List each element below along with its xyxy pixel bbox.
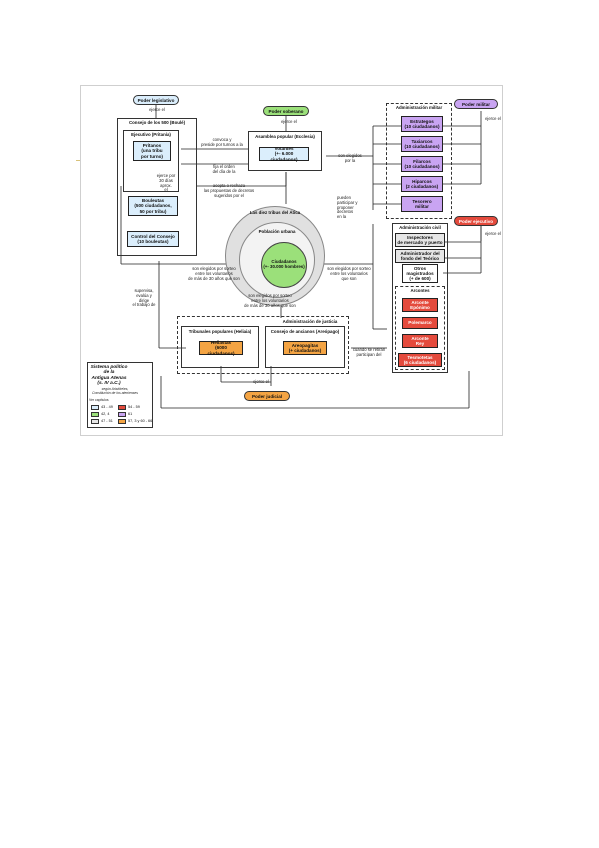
legend-label-4: 61: [128, 412, 133, 416]
eponimo-box: Arconte Epónimo: [402, 298, 438, 312]
legend-label-3: 42, 4: [101, 412, 110, 416]
asamblea-frame: [248, 131, 322, 171]
legend-label-1: 43 - 49: [101, 405, 113, 409]
areopago-title: Consejo de ancianos (Areópago): [270, 329, 340, 334]
sorteo-izq-label: son elegidos por sorteo entre los volunt…: [188, 266, 240, 281]
boule-frame: [117, 118, 197, 256]
poder-militar-label: Poder militar: [461, 101, 491, 107]
justicia-frame: [177, 316, 349, 374]
polemarco-box: Polemarco: [402, 317, 438, 329]
inspectores-box: Inspectores de mercado y puerto: [395, 233, 445, 247]
legend-swatch-5: [91, 419, 99, 424]
tribunales-frame: [181, 326, 259, 368]
legend-swatch-3: [91, 412, 99, 417]
heliastas-box: Heliastas (6000 ciudadanos): [199, 340, 243, 356]
ciudadanos-circle: [261, 242, 307, 288]
arcontes-title: Arcontes: [410, 288, 430, 293]
sorteo-der-label: son elegidos por sorteo entre los volunt…: [327, 266, 371, 281]
acepta-label: acepta o rechaza las propuestas de decre…: [203, 183, 255, 198]
ejerce-soberano-label: ejerce el: [281, 119, 297, 124]
filarcos-box: Filarcos (10 ciudadanos): [401, 156, 443, 172]
pueden-label: pueden participar y proponer decretos en…: [337, 195, 358, 220]
margin-mark: [76, 160, 82, 161]
tesorero-box: Tesorero militar: [401, 196, 443, 212]
votantes-box: Votantes (+- 6.000 ciudadanos): [259, 146, 309, 162]
legend-box: [87, 362, 153, 428]
poder-soberano-label: Poder soberano: [268, 108, 304, 114]
sorteo-centro-label: son elegidos por sorteo entre los volunt…: [244, 293, 296, 308]
legend-subtitle: según Aristóteles, Constitución de los a…: [92, 387, 138, 395]
pritanos-box: Prítanos (una tribu por turno): [133, 141, 171, 161]
ejerce-militar-label: ejerce el: [485, 116, 501, 121]
fija-label: fija el orden del día de la: [212, 164, 236, 174]
poder-legislativo-pill: Poder legislativo: [133, 95, 179, 105]
convoca-label: convoca y preside por turnos a la: [201, 137, 243, 147]
poder-ejecutivo-pill: Poder ejecutivo: [454, 216, 498, 226]
bouleutas-box: Bouleutas (500 ciudadanos, 50 por tribu): [128, 196, 178, 216]
retiro-label: cuando se retiran participan del: [352, 347, 386, 357]
hiparcos-box: Hiparcos (2 ciudadanos): [401, 176, 443, 192]
legend-label-5: 47 - 51: [101, 419, 113, 423]
boule-title: Consejo de los 500 (Boulé): [128, 120, 186, 125]
legend-label-2: 54 - 59: [128, 405, 140, 409]
poder-legislativo-label: Poder legislativo: [137, 97, 175, 103]
poder-judicial-label: Poder judicial: [251, 393, 283, 399]
tribus-label: Las diez tribus del Ática: [249, 210, 301, 215]
poder-judicial-pill: Poder judicial: [244, 391, 290, 401]
legend-title: Sistema político de la Antigua Atenas (s…: [90, 365, 128, 387]
ejerce-ejecutivo-label: ejerce el: [485, 231, 501, 236]
estrategos-box: Estrategos (10 ciudadanos): [401, 116, 443, 132]
elegidos-asamblea-label: son elegidos por la: [338, 153, 362, 163]
ciudadanos-label: Ciudadanos (+- 30.000 hombres): [263, 259, 305, 269]
justicia-title: Administración de justicia: [282, 319, 338, 324]
poder-ejecutivo-label: Poder ejecutivo: [458, 218, 494, 224]
ejerce-legislativo-label: ejerce el: [149, 107, 165, 112]
civil-title: Administración civil: [399, 225, 441, 230]
legend-swatch-1: [91, 405, 99, 410]
arconte-rey-box: Arconte Rey: [402, 334, 438, 348]
taxiarcos-box: Taxiarcos (10 ciudadanos): [401, 136, 443, 152]
otros-magistrados-box: Otros magistrados (+ de 600): [402, 264, 438, 283]
political-system-diagram: Poder legislativo ejerce el Consejo de l…: [80, 85, 503, 436]
legend-label-6: 57, 3 y 60 - 66: [128, 419, 153, 423]
poder-soberano-pill: Poder soberano: [263, 106, 309, 116]
control-consejo-box: Control del Consejo (10 bouleutas): [127, 231, 179, 247]
pritania-title: Ejecutivo (Pritanía): [131, 132, 171, 137]
arcontes-frame: [395, 286, 445, 370]
teorico-box: Administrador del fondo del Teórico: [395, 249, 445, 263]
pritania-frame: [123, 130, 179, 192]
civil-frame: [392, 223, 448, 373]
areopago-frame: [265, 326, 345, 368]
legend-swatch-4: [118, 412, 126, 417]
poder-militar-pill: Poder militar: [454, 99, 498, 109]
asamblea-title: Asamblea popular (Ecclesia): [255, 134, 315, 139]
legend-swatch-2: [118, 405, 126, 410]
legend-swatch-6: [118, 419, 126, 424]
areopagitas-box: Areopagitas (+ ciudadanos): [283, 341, 327, 355]
tribunales-title: Tribunales populares (Heliaia): [188, 329, 252, 334]
ejerce-judicial-label: ejerce el: [253, 379, 269, 384]
urbana-label: Población urbana: [258, 229, 296, 234]
militar-title: Administración militar: [395, 105, 443, 110]
militar-frame: [386, 103, 452, 219]
tesmotetas-box: Tesmotetas (6 ciudadanos): [398, 353, 442, 367]
eleccion-label: ejerce por 30 días aprox. el: [156, 173, 176, 193]
legend-caption: Ver capítulos: [89, 398, 109, 402]
supervisa-label: supervisa, evalúa y dirige el trabajo de: [132, 288, 156, 308]
